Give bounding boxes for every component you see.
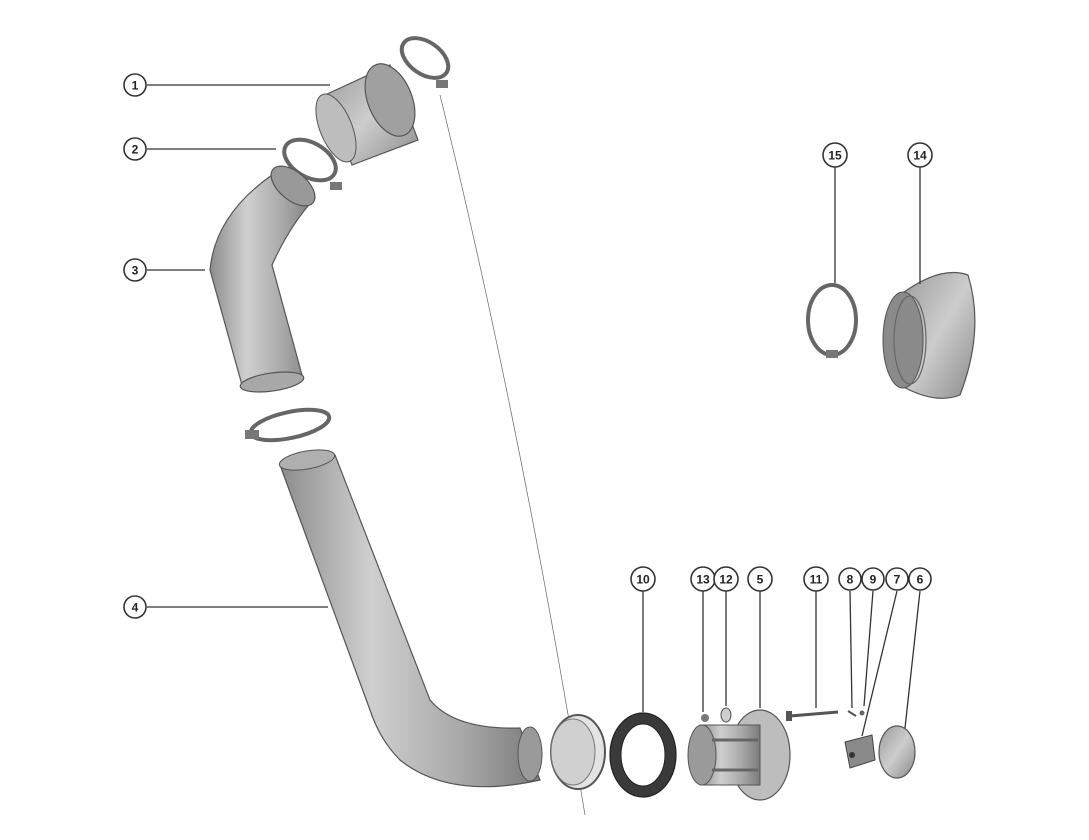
part-6-flapper [878,725,916,779]
callout-13-label: 13 [696,573,710,587]
callout-7: 7 [885,567,909,591]
callout-11: 11 [803,566,829,592]
callout-10-label: 10 [636,573,650,587]
callout-14: 14 [907,142,933,168]
callout-8: 8 [838,567,862,591]
callout-4: 4 [123,595,147,619]
callout-10: 10 [630,566,656,592]
callout-15: 15 [822,142,848,168]
alignment-guide-line [439,94,586,816]
callout-9-label: 9 [870,573,877,587]
callout-6: 6 [908,567,932,591]
leader-line-7 [861,590,898,737]
callout-2-label: 2 [132,143,139,157]
part-15-clamp [806,283,858,358]
callout-3-label: 3 [132,264,139,278]
callout-9: 9 [861,567,885,591]
part-1-upper-clamp [399,36,451,88]
callout-12-label: 12 [719,573,733,587]
callout-13: 13 [690,566,716,592]
callout-14-label: 14 [913,149,927,163]
part-9-washer [859,710,865,716]
part-11-screw [786,710,839,721]
callout-1: 1 [123,73,147,97]
leader-line-8 [849,590,853,709]
part-14-exhaust-bellows [882,271,976,399]
part-10-gasket [609,712,677,798]
callout-6-label: 6 [917,573,924,587]
pipe-end-ring [550,714,606,790]
callout-3: 3 [123,258,147,282]
callout-15-label: 15 [828,149,842,163]
callout-4-label: 4 [132,601,139,615]
part-8-pin [847,710,857,717]
part-7-hinge [844,734,876,769]
part-3-exhaust-elbow [209,165,316,393]
leader-line-6 [904,590,921,729]
callout-12: 12 [713,566,739,592]
leader-line-9 [863,590,874,707]
callout-5-label: 5 [757,573,764,587]
callout-1-label: 1 [132,79,139,93]
part-5-through-hull-fitting [687,709,791,801]
part-1-hose-coupler [315,63,419,166]
callout-2: 2 [123,137,147,161]
callout-11-label: 11 [810,573,823,587]
part-13-washer [701,714,709,722]
callout-7-label: 7 [894,573,901,587]
part-4-exhaust-pipe [278,449,543,788]
callout-5: 5 [747,566,773,592]
part-12-nut [720,707,732,723]
callout-8-label: 8 [847,573,854,587]
part-3-lower-clamp [245,407,332,443]
